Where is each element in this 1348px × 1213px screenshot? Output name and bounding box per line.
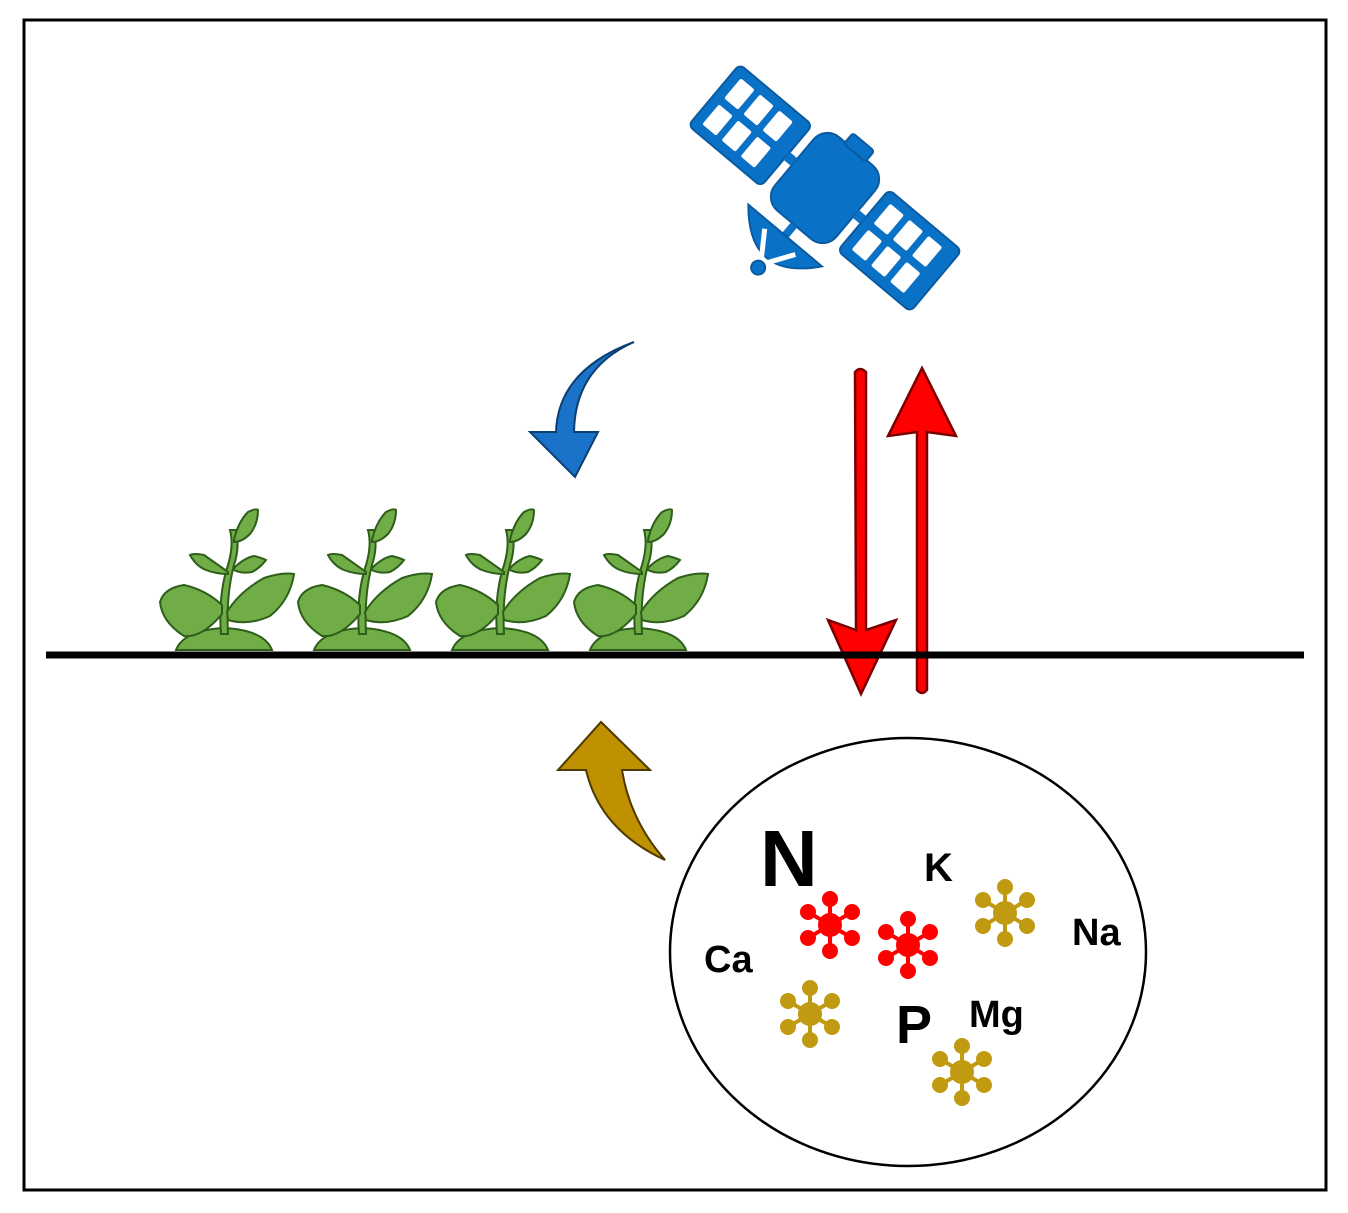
light-to-plants-arrow — [527, 341, 635, 479]
nutrient-label-n: N — [760, 814, 818, 903]
nutrient-label-k: K — [924, 846, 953, 890]
nutrient-uptake-arrow — [555, 720, 666, 861]
nutrient-label-ca: Ca — [704, 939, 753, 981]
molecule-icon — [780, 980, 840, 1048]
molecule-icon — [975, 879, 1035, 947]
reflectance-arrows — [825, 365, 959, 697]
nutrient-label-mg: Mg — [969, 994, 1024, 1036]
molecule-icon — [878, 911, 938, 979]
molecule-icon — [800, 891, 860, 959]
nutrient-label-p: P — [896, 995, 932, 1055]
molecule-icon — [932, 1038, 992, 1106]
nutrient-label-na: Na — [1072, 912, 1121, 954]
satellite-icon — [689, 65, 961, 311]
